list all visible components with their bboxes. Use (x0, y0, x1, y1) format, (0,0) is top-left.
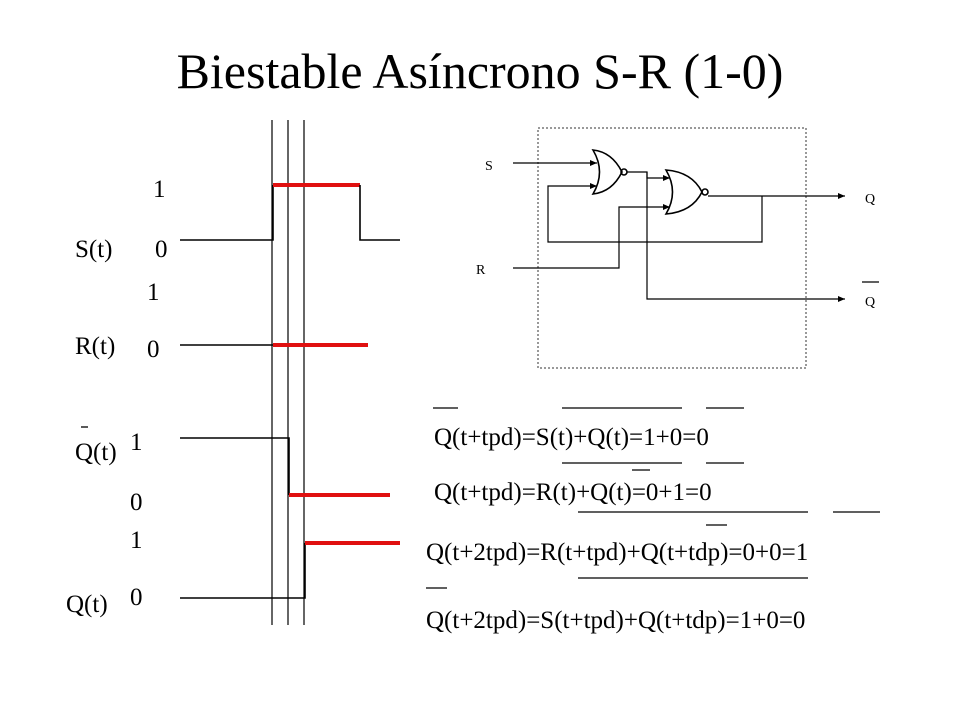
signal-label-r: R(t) (75, 333, 115, 360)
level-q-high: 1 (130, 527, 143, 554)
level-s-high: 1 (153, 176, 166, 203)
equation-1: Q(t+tpd)=S(t)+Q(t)=1+0=0 (434, 424, 709, 451)
wire-qbar-out (646, 172, 845, 300)
equation-2: Q(t+tpd)=R(t)+Q(t)=0+1=0 (434, 479, 712, 506)
equation-4: Q(t+2tpd)=S(t+tpd)+Q(t+tdp)=1+0=0 (426, 607, 805, 634)
nor-latch-circuit: S R Q Q (476, 127, 879, 369)
signal-label-s: S(t) (75, 236, 113, 263)
circuit-output-q: Q (865, 192, 875, 207)
level-q-low: 0 (130, 584, 143, 611)
page-title: Biestable Asíncrono S-R (1-0) (177, 43, 784, 99)
s-waveform-end (359, 185, 400, 241)
level-qbar-high: 1 (130, 429, 143, 456)
wire-feedback-q (547, 185, 763, 243)
level-r-low: 0 (147, 336, 160, 363)
nor-gate-1 (591, 149, 623, 195)
wire-r (513, 206, 670, 269)
level-s-low: 0 (155, 236, 168, 263)
circuit-input-r: R (476, 263, 486, 278)
equation-3: Q(t+2tpd)=R(t+tpd)+Q(t+tdp)=0+0=1 (426, 539, 808, 566)
qbar-waveform (180, 437, 290, 495)
level-qbar-low: 0 (130, 489, 143, 516)
circuit-input-s: S (485, 159, 493, 174)
signal-label-q: Q(t) (66, 591, 108, 618)
circuit-frame (537, 127, 807, 369)
equations: Q(t+tpd)=S(t)+Q(t)=1+0=0 Q(t+tpd)=R(t)+Q… (426, 407, 880, 634)
nor-gate-2-bubble (701, 188, 709, 196)
s-waveform (180, 185, 274, 241)
q-waveform (180, 543, 306, 599)
circuit-output-qbar: Q (865, 295, 875, 310)
level-r-high: 1 (147, 279, 160, 306)
nor-gate-2 (664, 169, 703, 215)
signal-label-qbar: Q(t) (75, 439, 117, 466)
timing-diagram: S(t) R(t) Q(t) Q(t) 1 0 1 0 1 0 1 0 (66, 120, 400, 625)
